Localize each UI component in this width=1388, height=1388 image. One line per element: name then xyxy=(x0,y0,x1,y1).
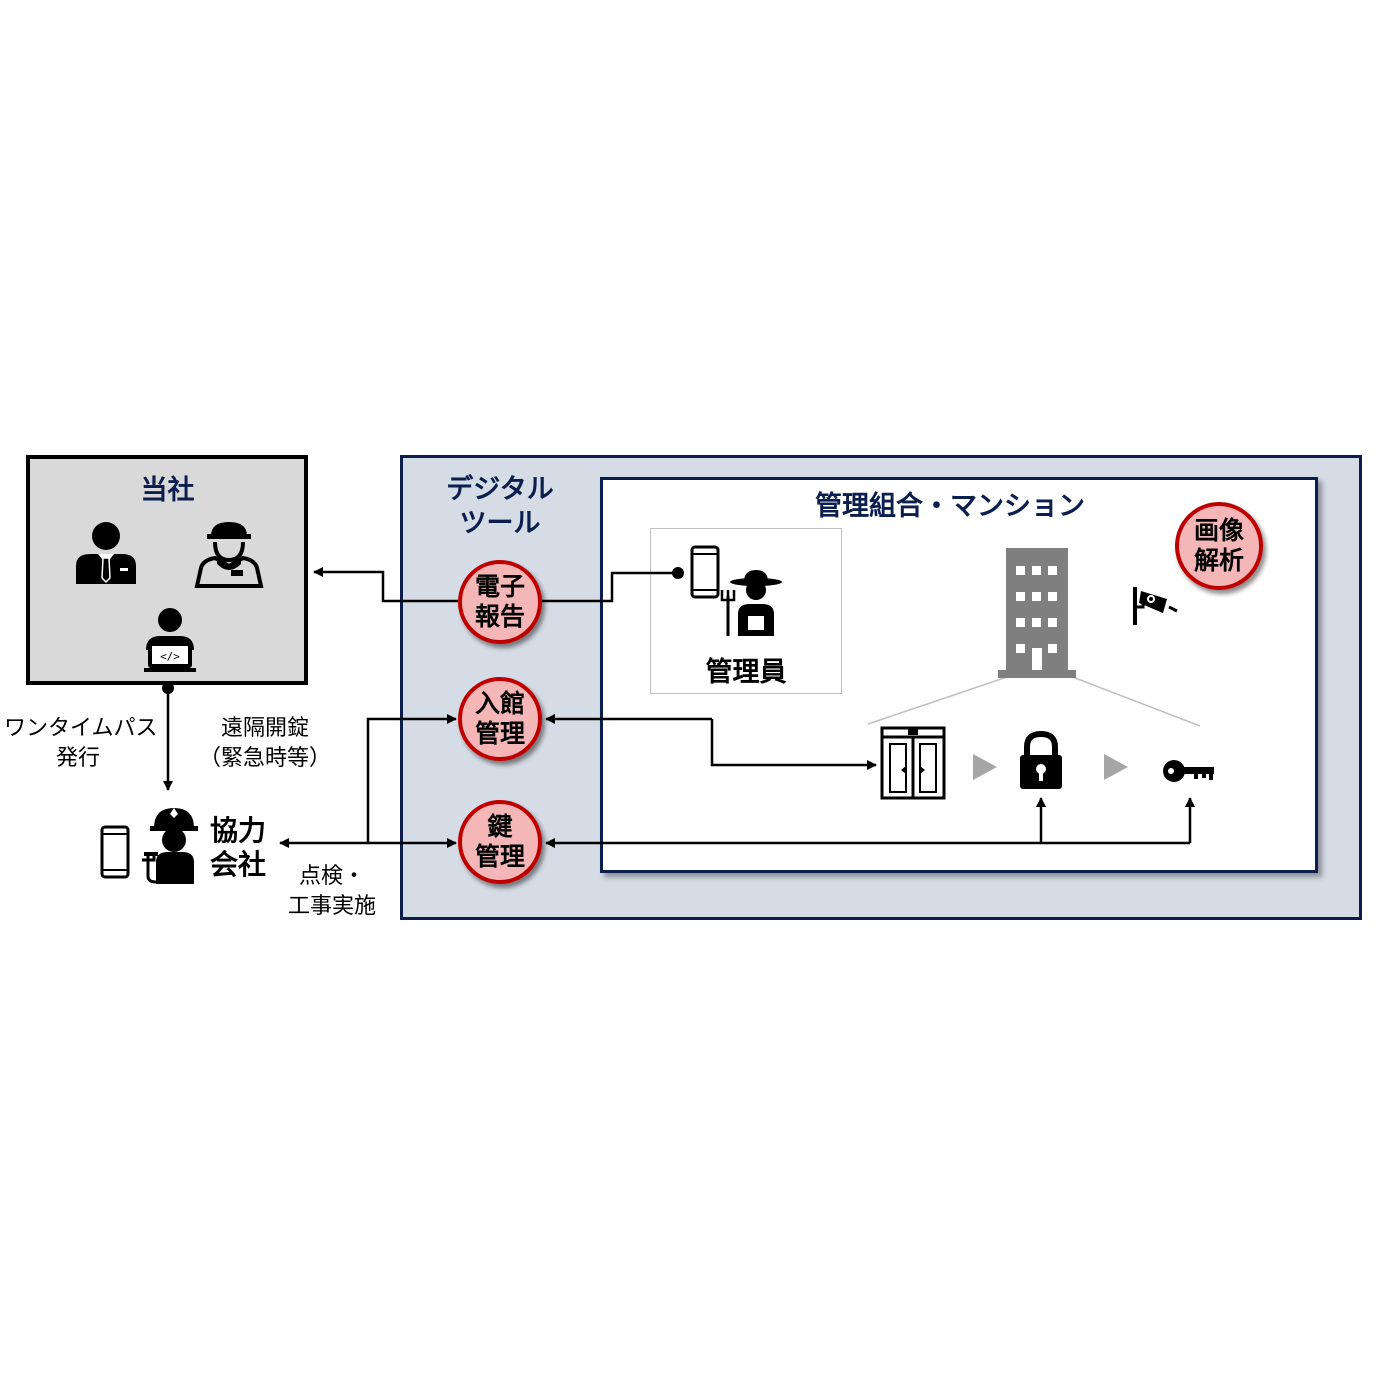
report-line-left xyxy=(313,567,458,603)
staff-with-cap-icon xyxy=(194,522,264,588)
security-camera-icon xyxy=(1133,587,1178,625)
play-arrow-1 xyxy=(973,754,997,780)
tool-image-analysis[interactable]: 画像解析 xyxy=(1175,502,1263,590)
smartphone-icon xyxy=(690,545,720,599)
construction-worker-icon xyxy=(142,808,198,884)
note-one-time-pass: ワンタイムパス 発行 xyxy=(4,714,158,774)
padlock-icon xyxy=(1020,731,1062,789)
building-icon xyxy=(998,548,1076,678)
tool-key-management[interactable]: 鍵管理 xyxy=(458,800,542,884)
tool-key-management-line2: 管理 xyxy=(474,842,525,871)
digital-tools-title-line1: デジタル xyxy=(446,474,554,505)
note-inspection: 点検・ 工事実施 xyxy=(274,862,390,922)
note-one-time-pass-line2: 発行 xyxy=(55,746,100,771)
tool-image-analysis-line2: 解析 xyxy=(1193,546,1244,575)
building-perspective-left xyxy=(867,675,1011,725)
partner-label: 協力 会社 xyxy=(200,814,276,882)
businessman-icon xyxy=(76,522,136,584)
note-remote-unlock: 遠隔開錠 （緊急時等） xyxy=(190,714,340,774)
partner-label-line1: 協力 xyxy=(209,814,266,847)
partner-label-line2: 会社 xyxy=(209,848,266,881)
svg-text:</>: </> xyxy=(160,650,180,663)
tool-entry-management[interactable]: 入館管理 xyxy=(458,677,542,761)
tool-electronic-report-line1: 電子 xyxy=(474,572,525,601)
digital-tools-title-line2: ツール xyxy=(459,508,541,539)
tool-entry-management-line2: 管理 xyxy=(474,719,525,748)
entry-to-door-line xyxy=(710,719,877,770)
tool-key-management-line1: 鍵 xyxy=(487,812,513,841)
partner-to-entry-line xyxy=(366,714,457,843)
partner-smartphone-icon xyxy=(100,825,130,879)
automatic-door-icon xyxy=(880,726,946,800)
digital-tools-title: デジタル ツール xyxy=(430,473,570,541)
tool-image-analysis-line1: 画像 xyxy=(1193,516,1244,545)
farmer-with-pitchfork-icon xyxy=(720,570,782,636)
tool-electronic-report[interactable]: 電子報告 xyxy=(458,560,542,644)
note-inspection-line1: 点検・ xyxy=(298,864,365,889)
play-arrow-2 xyxy=(1104,754,1128,780)
report-line-right xyxy=(542,571,678,603)
note-inspection-line2: 工事実施 xyxy=(287,894,376,919)
engineer-laptop-icon: </> xyxy=(144,608,196,672)
note-one-time-pass-line1: ワンタイムパス xyxy=(4,716,158,741)
company-title: 当社 xyxy=(140,475,195,506)
note-remote-unlock-line2: （緊急時等） xyxy=(198,746,331,771)
manager-label: 管理員 xyxy=(705,657,787,688)
key-icon xyxy=(1163,760,1214,782)
tool-electronic-report-line2: 報告 xyxy=(474,602,525,631)
note-remote-unlock-line1: 遠隔開錠 xyxy=(220,716,309,741)
building-perspective-right xyxy=(1069,675,1201,727)
tool-entry-management-line1: 入館 xyxy=(474,689,525,718)
mansion-title: 管理組合・マンション xyxy=(815,491,1085,522)
